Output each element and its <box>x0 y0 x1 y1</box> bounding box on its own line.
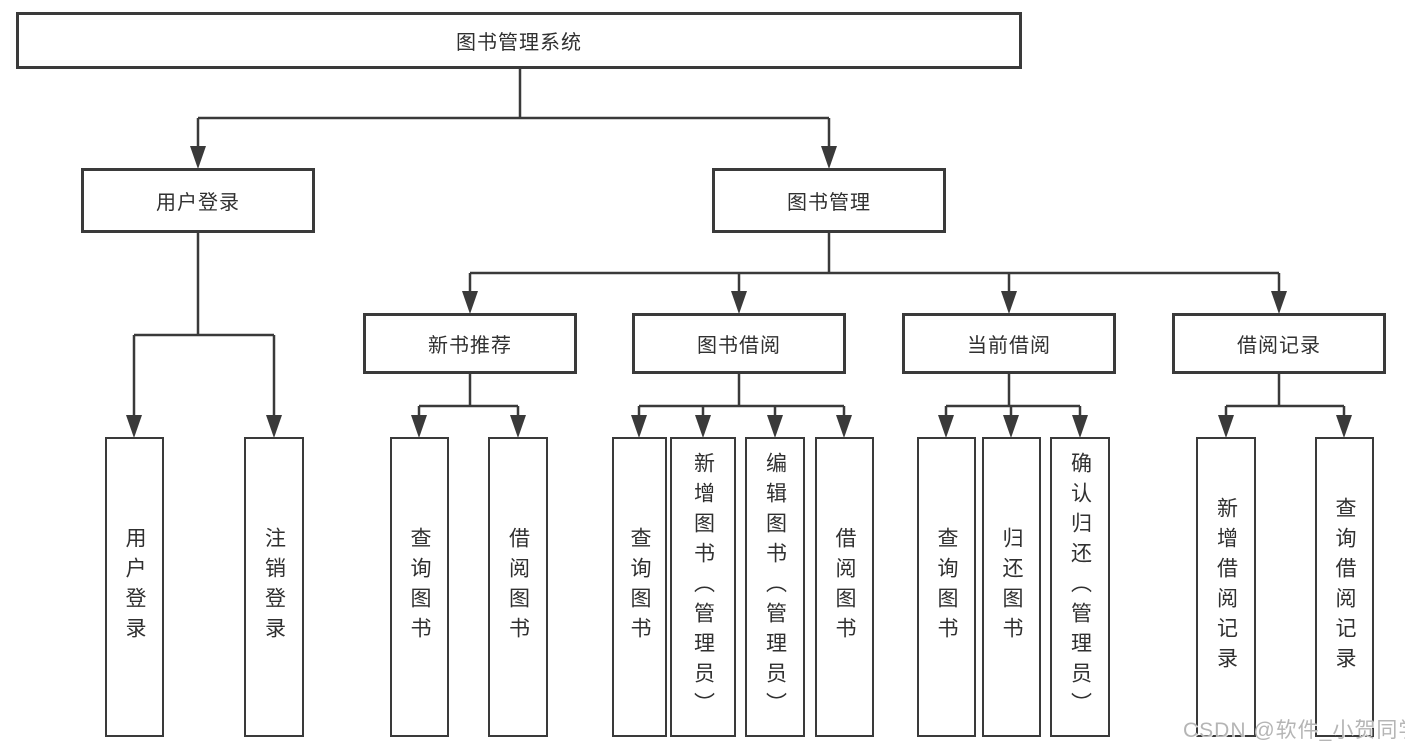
leaf-borrow-books: 借阅图书 <box>815 437 874 737</box>
leaf-query-books-recommend-label: 查询图书 <box>408 527 431 647</box>
leaf-add-borrow-record-label: 新增借阅记录 <box>1214 497 1238 677</box>
leaf-return-books-label: 归还图书 <box>1000 527 1023 647</box>
csdn-watermark: CSDN @软件_小贺同学 <box>1183 719 1405 742</box>
node-root-label: 图书管理系统 <box>456 32 582 54</box>
leaf-query-borrow-record: 查询借阅记录 <box>1315 437 1374 737</box>
leaf-add-books-admin-label: 新增图书（管理员） <box>691 452 715 722</box>
node-book-management-label: 图书管理 <box>787 192 871 214</box>
node-current-borrow: 当前借阅 <box>902 313 1116 374</box>
node-book-management: 图书管理 <box>712 168 946 233</box>
leaf-query-books-recommend: 查询图书 <box>390 437 449 737</box>
leaf-query-books-borrow-label: 查询图书 <box>628 527 651 647</box>
node-book-borrow: 图书借阅 <box>632 313 846 374</box>
leaf-edit-books-admin: 编辑图书（管理员） <box>745 437 805 737</box>
leaf-query-books-borrow: 查询图书 <box>612 437 667 737</box>
node-user-login: 用户登录 <box>81 168 315 233</box>
leaf-logout: 注销登录 <box>244 437 304 737</box>
leaf-query-books-current-label: 查询图书 <box>935 527 958 647</box>
leaf-user-login: 用户登录 <box>105 437 164 737</box>
leaf-user-login-label: 用户登录 <box>123 527 146 647</box>
leaf-return-books: 归还图书 <box>982 437 1041 737</box>
node-book-borrow-label: 图书借阅 <box>697 335 781 357</box>
leaf-confirm-return-admin: 确认归还（管理员） <box>1050 437 1110 737</box>
arrowheads <box>126 146 1352 438</box>
leaf-borrow-books-recommend: 借阅图书 <box>488 437 548 737</box>
leaf-confirm-return-admin-label: 确认归还（管理员） <box>1068 452 1092 722</box>
leaf-add-borrow-record: 新增借阅记录 <box>1196 437 1256 737</box>
node-borrow-records: 借阅记录 <box>1172 313 1386 374</box>
node-user-login-label: 用户登录 <box>156 192 240 214</box>
leaf-query-books-current: 查询图书 <box>917 437 976 737</box>
leaf-logout-label: 注销登录 <box>262 527 286 647</box>
leaf-edit-books-admin-label: 编辑图书（管理员） <box>763 452 787 722</box>
leaf-add-books-admin: 新增图书（管理员） <box>670 437 736 737</box>
node-borrow-records-label: 借阅记录 <box>1237 335 1321 357</box>
leaf-borrow-books-recommend-label: 借阅图书 <box>506 527 530 647</box>
leaf-query-borrow-record-label: 查询借阅记录 <box>1333 497 1356 677</box>
leaf-borrow-books-label: 借阅图书 <box>833 527 856 647</box>
node-root: 图书管理系统 <box>16 12 1022 69</box>
node-current-borrow-label: 当前借阅 <box>967 335 1051 357</box>
node-new-book-recommend-label: 新书推荐 <box>428 335 512 357</box>
node-new-book-recommend: 新书推荐 <box>363 313 577 374</box>
